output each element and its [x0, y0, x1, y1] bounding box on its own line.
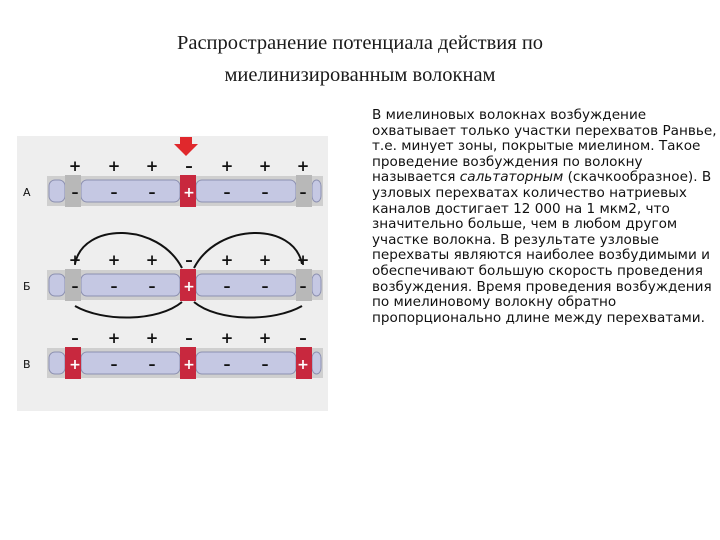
body-text-part-1: В миелиновых волокнах возбуждение охваты…: [372, 107, 717, 186]
saltatory-conduction-diagram: А + + + – + + + – – – + – – – Б + + + – + + + – – – + – – – В – + + – + + – + –…: [23, 137, 323, 379]
charge-sign: +: [221, 329, 234, 347]
row-letter: А: [23, 186, 31, 199]
charge-sign: –: [299, 329, 307, 347]
active-node-of-ranvier: [180, 269, 196, 301]
body-text-part-2: (скачкообразное). В узловых перехватах к…: [372, 169, 712, 326]
myelin-segment: [48, 179, 66, 203]
charge-sign: +: [259, 157, 272, 175]
myelin-segment: [80, 179, 181, 203]
charge-sign: –: [111, 185, 118, 201]
charge-sign: +: [259, 329, 272, 347]
charge-sign: +: [108, 251, 121, 269]
myelin-segment: [195, 179, 297, 203]
myelin-segment: [48, 273, 66, 297]
stimulus-arrow-icon: [174, 137, 198, 156]
charge-sign: –: [149, 185, 156, 201]
charge-sign: –: [185, 251, 193, 269]
charge-sign: –: [71, 329, 79, 347]
active-node-of-ranvier: [296, 347, 312, 379]
charge-sign: –: [149, 279, 156, 295]
charge-sign: –: [224, 357, 231, 373]
current-arc-right: [193, 232, 303, 269]
charge-sign: +: [183, 357, 195, 373]
charge-sign: –: [72, 279, 79, 295]
body-paragraph: В миелиновых волокнах возбуждение охваты…: [372, 107, 717, 326]
charge-sign: +: [146, 157, 159, 175]
myelin-segment: [195, 351, 297, 375]
charge-sign: –: [262, 279, 269, 295]
charge-sign: –: [72, 185, 79, 201]
body-italic-term: сальтаторным: [459, 169, 564, 186]
charge-sign: +: [69, 157, 82, 175]
row-letter: Б: [23, 280, 31, 293]
current-arc-bottom-left: [74, 301, 183, 319]
charge-sign: –: [300, 185, 307, 201]
current-arc-bottom-right: [193, 301, 303, 319]
charge-sign: –: [111, 357, 118, 373]
myelin-segment: [311, 351, 322, 375]
charge-sign: –: [300, 279, 307, 295]
charge-sign: +: [146, 329, 159, 347]
charge-sign: –: [185, 329, 193, 347]
charge-sign: +: [108, 329, 121, 347]
charge-sign: –: [111, 279, 118, 295]
charge-sign: –: [262, 185, 269, 201]
myelin-segment: [80, 351, 181, 375]
fiber-row-2: Б+++–+++–––+–––: [23, 232, 323, 319]
myelin-segment: [311, 273, 322, 297]
node-of-ranvier: [65, 269, 81, 301]
charge-sign: +: [259, 251, 272, 269]
saltatory-conduction-figure: А + + + – + + + – – – + – – – Б + + + – + + + – – – + – – – В – + + – + + – + –…: [17, 136, 328, 411]
charge-sign: –: [149, 357, 156, 373]
active-node-of-ranvier: [65, 347, 81, 379]
node-of-ranvier: [296, 175, 312, 207]
fiber-row-3: В – + + – + + – + – – + – – +: [23, 329, 323, 379]
charge-sign: –: [185, 157, 193, 175]
charge-sign: +: [221, 251, 234, 269]
myelin-segment: [48, 351, 66, 375]
node-of-ranvier: [296, 269, 312, 301]
charge-sign: +: [183, 279, 195, 295]
myelin-segment: [195, 273, 297, 297]
charge-sign: +: [146, 251, 159, 269]
current-arc-left: [74, 232, 183, 269]
active-node-of-ranvier: [180, 347, 196, 379]
node-of-ranvier: [65, 175, 81, 207]
fiber-row-1: А + + + – + + + – – – + – – –: [23, 157, 323, 207]
charge-sign: +: [69, 357, 81, 373]
charge-sign: +: [183, 185, 195, 201]
title-line-2: миелинизированным волокнам: [224, 64, 496, 86]
slide-title: Распространение потенциала действия по м…: [0, 27, 720, 91]
charge-sign: –: [224, 185, 231, 201]
active-node-of-ranvier: [180, 175, 196, 207]
charge-sign: +: [297, 357, 309, 373]
charge-sign: –: [224, 279, 231, 295]
charge-sign: –: [262, 357, 269, 373]
charge-sign: +: [297, 157, 310, 175]
myelin-segment: [80, 273, 181, 297]
row-letter: В: [23, 358, 31, 371]
charge-sign: +: [221, 157, 234, 175]
charge-sign: +: [108, 157, 121, 175]
myelin-segment: [311, 179, 322, 203]
title-line-1: Распространение потенциала действия по: [176, 32, 544, 54]
